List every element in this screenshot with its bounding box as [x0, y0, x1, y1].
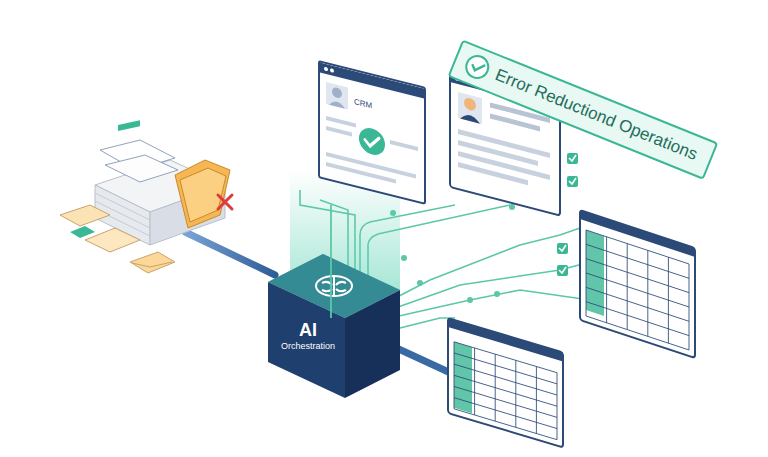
ai-cube	[268, 254, 400, 398]
node-text: CRM	[354, 97, 416, 121]
input-pipe	[185, 232, 275, 275]
grid-line	[627, 244, 628, 330]
node-text: AI	[274, 320, 342, 341]
crm-content	[320, 62, 424, 202]
grid-line	[586, 316, 689, 350]
grid-line	[495, 354, 496, 421]
grid-line	[668, 257, 669, 343]
grid-line	[586, 230, 587, 316]
table-window	[448, 318, 563, 448]
crm-window: CRM	[318, 60, 426, 205]
junction-dots	[390, 204, 515, 303]
grid-line	[586, 302, 689, 336]
grid-line	[557, 373, 558, 440]
node-text: Error Reductiond Operations	[492, 65, 700, 165]
grid-line	[454, 342, 455, 409]
grid-line	[454, 409, 557, 440]
connector	[330, 205, 332, 318]
grid-line	[586, 259, 689, 293]
node-text: Orchestration	[274, 341, 342, 351]
check-icon	[460, 50, 494, 84]
grid-line	[586, 273, 689, 307]
grid-line	[536, 367, 537, 434]
table-window	[580, 210, 695, 358]
grid-line	[586, 287, 689, 321]
grid-line	[586, 244, 689, 278]
grid-line	[474, 348, 475, 415]
check-marks	[557, 153, 578, 276]
grid-line	[689, 264, 690, 350]
grid-line	[647, 250, 648, 336]
grid-line	[586, 230, 689, 264]
document-pile	[60, 120, 232, 273]
banner: Error Reductiond Operations	[448, 39, 719, 180]
grid-line	[606, 237, 607, 323]
grid-line	[515, 360, 516, 427]
ai-cube-face: AIOrchestration	[272, 318, 344, 353]
brain-icon	[316, 276, 352, 296]
